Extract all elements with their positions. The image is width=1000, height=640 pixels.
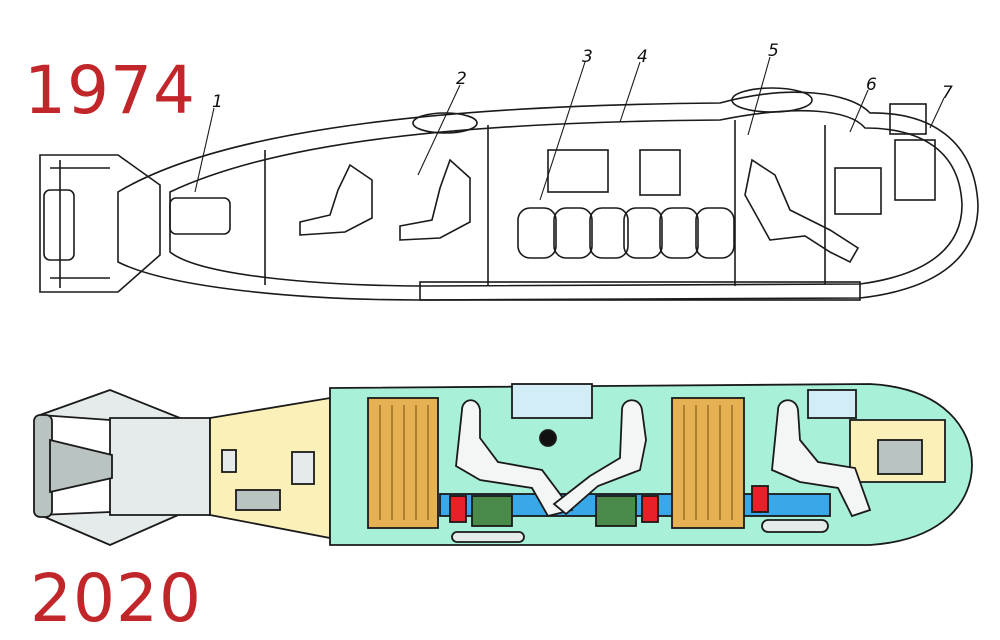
- callout-5: 5: [768, 41, 779, 61]
- callout-6: 6: [866, 75, 877, 95]
- callout-1: 1: [212, 92, 223, 112]
- crew-figure-mid-2020: [552, 399, 647, 516]
- tail-cone-2020: [109, 417, 211, 516]
- equipment-box-d-1974: [894, 139, 936, 201]
- grate-mid-2020: [595, 495, 637, 527]
- inner-hull-1974: [169, 109, 963, 287]
- ballast-pipe-fwd-2020: [761, 519, 829, 533]
- tail-propeller-1974: [43, 189, 75, 261]
- hatch-fwd-1974: [731, 87, 813, 113]
- crew-seat-mid-1974: [399, 158, 471, 241]
- battery-pods-1974: [517, 207, 735, 259]
- red-tank-aft-2020: [449, 495, 467, 523]
- window-aft-2020: [511, 383, 593, 419]
- callout-3: 3: [582, 47, 593, 67]
- ballast-pipe-aft-2020: [451, 531, 525, 543]
- hatch-aft-1974: [412, 112, 478, 134]
- submarine-2020-drawing: [33, 383, 973, 546]
- equipment-box-a-1974: [547, 149, 609, 193]
- bow-console-2020: [877, 439, 923, 475]
- porthole-dot-2020: [539, 429, 557, 447]
- equipment-box-b-1974: [639, 149, 681, 196]
- year-label-1974: 1974: [24, 52, 196, 129]
- tail-fin-1974: [50, 160, 110, 288]
- year-label-2020: 2020: [30, 560, 202, 637]
- periscope-1974: [889, 103, 927, 135]
- equipment-box-c-1974: [834, 167, 882, 215]
- red-tank-mid-2020: [641, 495, 659, 523]
- window-fwd-2020: [807, 389, 857, 419]
- callout-4: 4: [637, 47, 648, 67]
- tail-section-1974: [39, 154, 161, 293]
- propeller-2020: [49, 438, 113, 494]
- crew-seat-aft-1974: [299, 163, 373, 236]
- keel-1974: [419, 281, 861, 301]
- engine-gauge-2020: [221, 449, 237, 473]
- callout-2: 2: [456, 69, 467, 89]
- engine-pump-2020: [235, 489, 281, 511]
- battery-cells-2020: [379, 405, 733, 520]
- submarine-1974-drawing: [39, 56, 979, 301]
- red-tank-fwd-2020: [751, 485, 769, 513]
- grate-aft-2020: [471, 495, 513, 527]
- callout-7: 7: [942, 83, 953, 103]
- engine-unit-2020: [291, 451, 315, 485]
- tail-fin-lower-2020: [39, 511, 186, 546]
- crew-figure-aft-2020: [455, 399, 574, 518]
- motor-1974: [169, 197, 231, 235]
- crew-seat-fwd-1974: [744, 158, 860, 264]
- crew-figure-fwd-2020: [771, 399, 872, 518]
- tail-fin-upper-2020: [39, 389, 186, 421]
- hull-outline-1974: [117, 91, 979, 301]
- callout-leaders-1974: [194, 56, 945, 201]
